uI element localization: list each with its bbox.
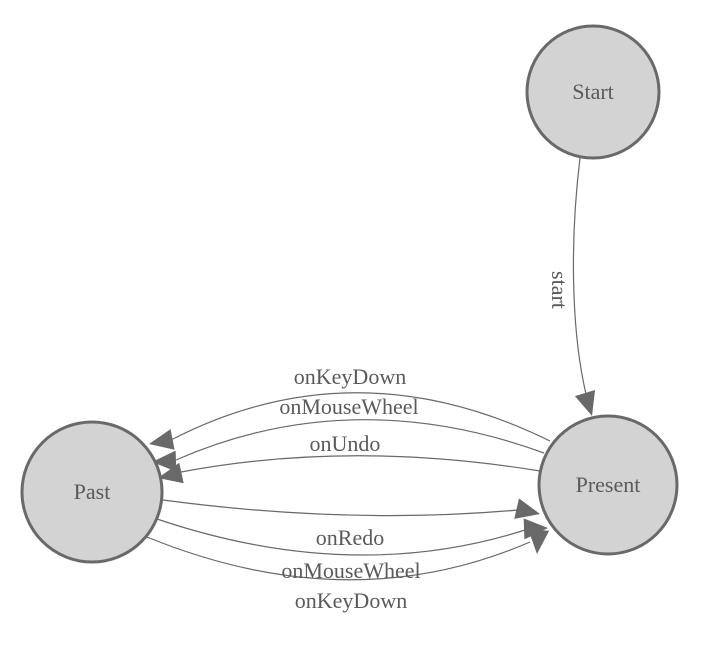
node-past: Past bbox=[20, 420, 164, 564]
node-past-circle bbox=[20, 420, 164, 564]
arrowhead-onkeydown-at-past-icon bbox=[149, 429, 175, 450]
edge-start-to-present bbox=[572, 157, 587, 395]
node-start: Start bbox=[525, 24, 661, 160]
node-past-label: Past bbox=[74, 479, 111, 504]
edge-label-onundo: onUndo bbox=[310, 431, 381, 456]
edge-label-onmousewheel-lower: onMouseWheel bbox=[281, 558, 420, 583]
node-start-label: Start bbox=[572, 79, 614, 104]
edge-past-to-present-onkeydown bbox=[146, 536, 531, 581]
edge-past-to-present-onredo bbox=[162, 499, 519, 517]
arrowhead-start-edge-icon bbox=[574, 389, 596, 416]
node-start-circle bbox=[525, 24, 661, 160]
edge-label-group: start onKeyDown onMouseWheel onUndo onRe… bbox=[279, 271, 572, 613]
edge-present-to-past-onkeydown bbox=[170, 392, 551, 442]
node-present: Present bbox=[537, 414, 679, 556]
edge-label-onkeydown-upper: onKeyDown bbox=[294, 364, 406, 389]
arrowhead-onredo-at-present-icon bbox=[514, 498, 540, 519]
arrowhead-onmousewheel-at-present-icon bbox=[523, 518, 548, 540]
edge-label-onkeydown-lower: onKeyDown bbox=[295, 588, 407, 613]
edge-label-start: start bbox=[547, 271, 572, 309]
arrowhead-onmousewheel-at-past-icon bbox=[152, 450, 177, 472]
edge-present-to-past-onundo bbox=[180, 455, 541, 473]
arrowhead-onundo-at-past-icon bbox=[158, 462, 184, 484]
edge-past-to-present-onmousewheel bbox=[156, 518, 526, 556]
node-present-label: Present bbox=[576, 472, 641, 497]
edge-label-onredo: onRedo bbox=[316, 525, 384, 550]
arrowhead-onkeydown-at-present-icon bbox=[528, 529, 550, 554]
edge-present-to-past-onmousewheel bbox=[175, 419, 545, 461]
edge-label-onmousewheel-upper: onMouseWheel bbox=[279, 394, 418, 419]
arrowhead-group bbox=[149, 389, 596, 554]
edge-group bbox=[146, 157, 587, 581]
node-present-circle bbox=[537, 414, 679, 556]
